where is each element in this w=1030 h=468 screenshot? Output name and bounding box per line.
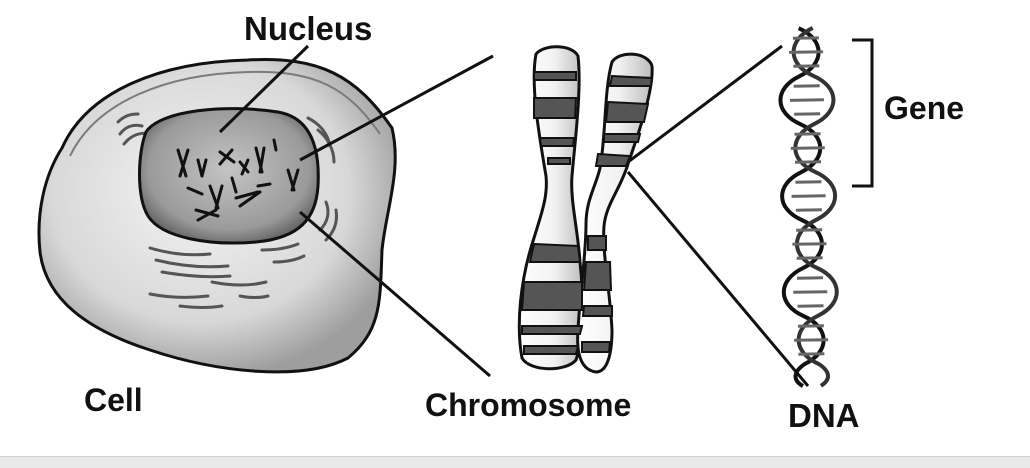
dna-helix — [778, 26, 839, 388]
chromatid-left — [517, 45, 585, 371]
chromosome-to-dna-top-line — [627, 44, 783, 164]
nucleus-chromosomes — [176, 138, 300, 222]
gene-label: Gene — [884, 90, 965, 126]
cell-illustration — [37, 58, 397, 374]
dna-strand-a — [778, 26, 826, 388]
chromosome-bands — [520, 71, 654, 355]
leader-lines — [218, 44, 810, 387]
chromosome-label: Chromosome — [425, 387, 632, 423]
cell-label: Cell — [84, 382, 143, 418]
nucleus-leader-line — [218, 44, 310, 134]
dna-label: DNA — [788, 397, 860, 434]
dna-strand-b — [791, 26, 839, 388]
cell-to-chromosome-bottom-line — [299, 210, 491, 378]
chromosome-illustration — [517, 45, 654, 374]
chromosome-to-dna-bottom-line — [626, 171, 810, 387]
dna-base-pairs — [789, 36, 829, 356]
bottom-border-strip — [0, 456, 1030, 468]
cell-to-chromosome-top-line — [299, 54, 494, 162]
cell-nucleus — [138, 107, 320, 245]
gene-bracket — [852, 38, 874, 188]
nucleus-label: Nucleus — [244, 10, 373, 47]
